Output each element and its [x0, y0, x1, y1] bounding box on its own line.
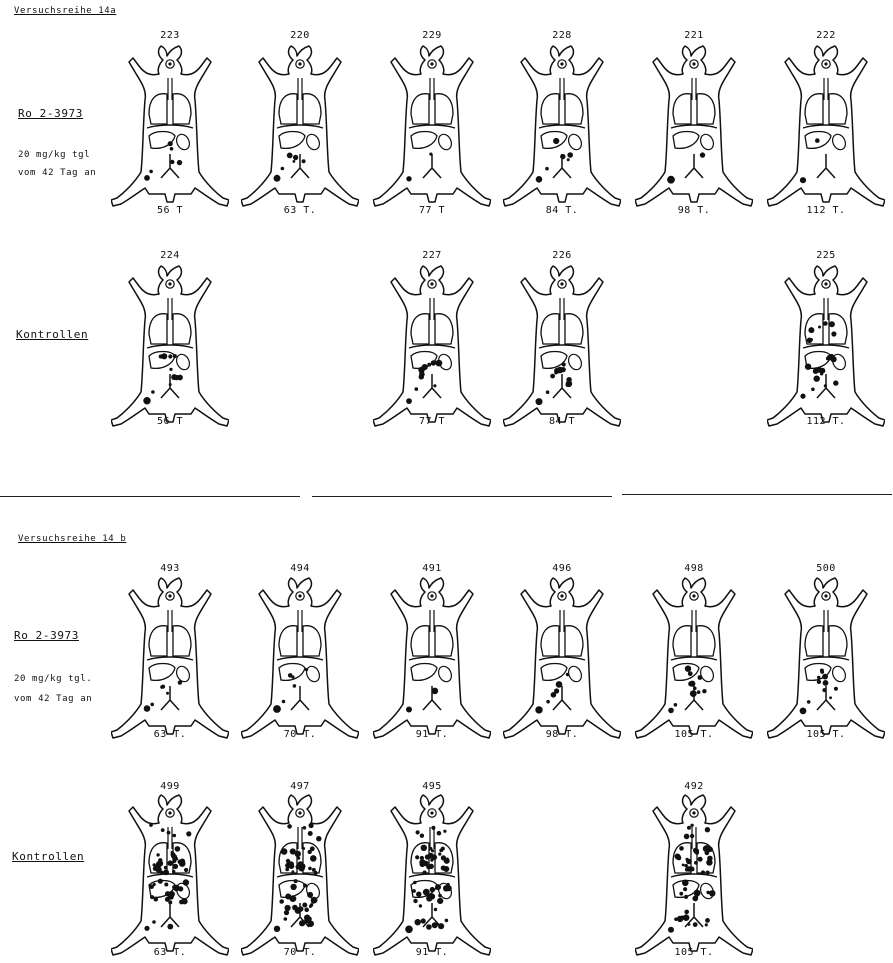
series-b-treated-day-label: 63 T. [140, 729, 200, 740]
series-b-drug-label: Ro 2-3973 [14, 629, 79, 642]
series-a-control-day-label: 56 T [140, 416, 200, 427]
series-b-control-rat-diagram [111, 793, 229, 963]
series-b-control-day-label: 91 T. [402, 947, 462, 958]
series-b-treated-rat-diagram [373, 576, 491, 746]
series-a-control-animal-id: 225 [796, 250, 856, 261]
series-b-treated-day-label: 105 T. [796, 729, 856, 740]
series-b-control-animal-id: 495 [402, 781, 462, 792]
series-b-treated-animal-id: 498 [664, 563, 724, 574]
series-b-treated-rat-diagram [241, 576, 359, 746]
series-a-control-rat-diagram [503, 264, 621, 434]
series-a-treated-day-label: 77 T [402, 205, 462, 216]
series-a-treated-day-label: 56 T [140, 205, 200, 216]
series-a-treated-day-label: 63 T. [270, 205, 330, 216]
series-b-treated-animal-id: 496 [532, 563, 592, 574]
series-b-control-animal-id: 499 [140, 781, 200, 792]
series-a-treated-day-label: 112 T. [796, 205, 856, 216]
series-b-control-animal-id: 497 [270, 781, 330, 792]
series-b-treated-day-label: 70 T. [270, 729, 330, 740]
series-b-treated-rat-diagram [503, 576, 621, 746]
series-b-treated-day-label: 98 T. [532, 729, 592, 740]
series-a-treated-rat-diagram [111, 44, 229, 214]
series-b-treated-day-label: 91 T. [402, 729, 462, 740]
series-a-treated-rat-diagram [373, 44, 491, 214]
series-b-treated-day-label: 105 T. [664, 729, 724, 740]
series-a-treated-rat-diagram [503, 44, 621, 214]
series-a-treated-rat-diagram [767, 44, 885, 214]
series-a-title: Versuchsreihe 14a [14, 6, 116, 16]
series-b-control-rat-diagram [241, 793, 359, 963]
series-a-from-label: vom 42 Tag an [18, 166, 96, 181]
section-divider-mid [312, 496, 612, 497]
series-a-control-animal-id: 227 [402, 250, 462, 261]
section-divider-left [0, 496, 300, 497]
series-a-control-animal-id: 224 [140, 250, 200, 261]
series-b-title: Versuchsreihe 14 b [18, 534, 126, 544]
series-b-dose-label: 20 mg/kg tgl. [14, 672, 92, 687]
series-a-treated-animal-id: 222 [796, 30, 856, 41]
series-b-treated-animal-id: 500 [796, 563, 856, 574]
series-a-treated-animal-id: 223 [140, 30, 200, 41]
series-a-treated-animal-id: 229 [402, 30, 462, 41]
series-a-treated-day-label: 98 T. [664, 205, 724, 216]
series-a-control-rat-diagram [111, 264, 229, 434]
series-a-control-day-label: 112 T. [796, 416, 856, 427]
series-a-treated-animal-id: 220 [270, 30, 330, 41]
series-a-control-rat-diagram [767, 264, 885, 434]
series-a-control-label: Kontrollen [16, 328, 88, 341]
series-b-treated-animal-id: 491 [402, 563, 462, 574]
series-b-control-day-label: 105 T. [664, 947, 724, 958]
series-b-control-rat-diagram [635, 793, 753, 963]
series-a-control-animal-id: 226 [532, 250, 592, 261]
series-a-treated-animal-id: 228 [532, 30, 592, 41]
series-b-treated-rat-diagram [767, 576, 885, 746]
series-b-treated-animal-id: 494 [270, 563, 330, 574]
series-b-treated-rat-diagram [635, 576, 753, 746]
series-b-control-day-label: 63 T. [140, 947, 200, 958]
series-b-from-label: vom 42 Tag an [14, 692, 92, 707]
section-divider-right [622, 494, 892, 495]
series-a-dose-label: 20 mg/kg tgl [18, 148, 90, 163]
series-a-treated-rat-diagram [241, 44, 359, 214]
series-a-control-day-label: 84 T [532, 416, 592, 427]
series-a-control-rat-diagram [373, 264, 491, 434]
series-b-control-rat-diagram [373, 793, 491, 963]
series-a-treated-day-label: 84 T. [532, 205, 592, 216]
series-b-treated-animal-id: 493 [140, 563, 200, 574]
series-a-treated-animal-id: 221 [664, 30, 724, 41]
series-b-control-day-label: 70 T. [270, 947, 330, 958]
series-a-drug-label: Ro 2-3973 [18, 107, 83, 120]
series-a-control-day-label: 77 T [402, 416, 462, 427]
series-b-control-label: Kontrollen [12, 850, 84, 863]
series-a-treated-rat-diagram [635, 44, 753, 214]
series-b-treated-rat-diagram [111, 576, 229, 746]
series-b-control-animal-id: 492 [664, 781, 724, 792]
